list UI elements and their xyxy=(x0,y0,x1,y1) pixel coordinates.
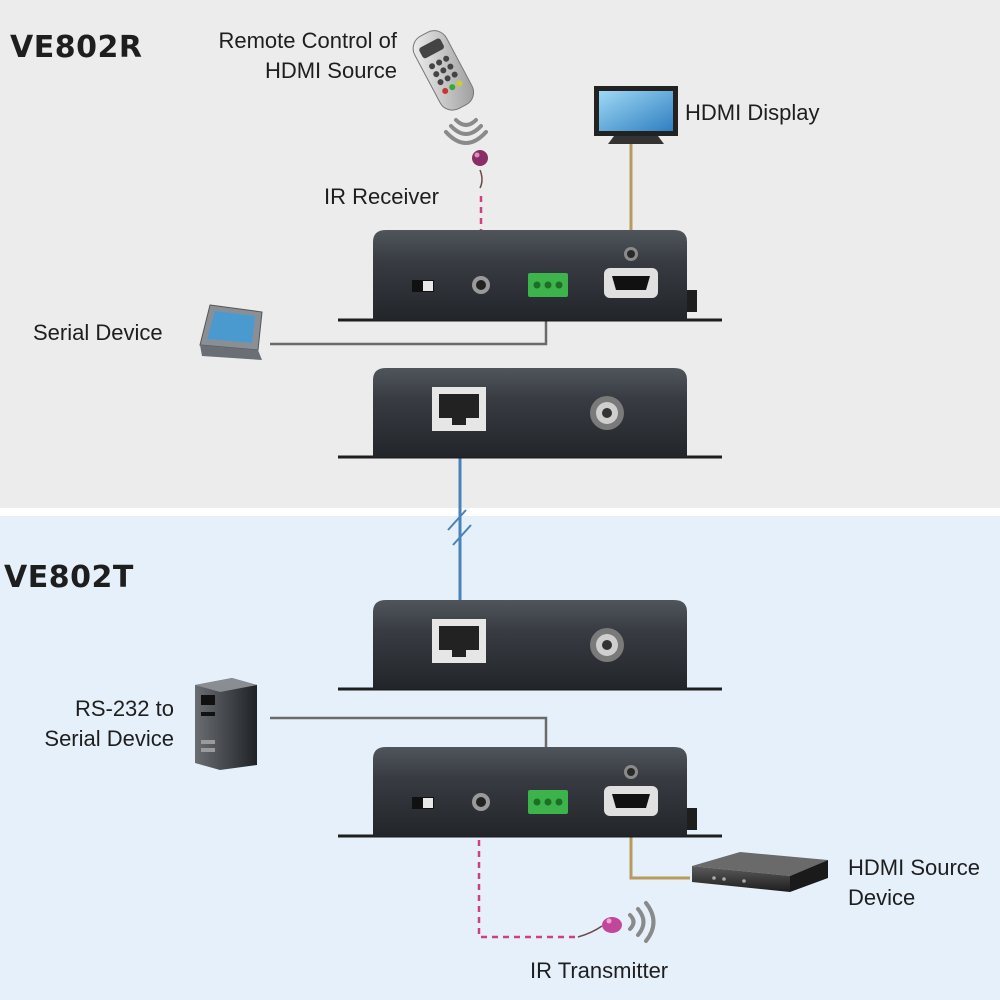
hdmi-source-label-line1: HDMI Source xyxy=(848,855,981,880)
terminal-block-icon xyxy=(528,790,568,814)
serial-device-label: Serial Device xyxy=(33,320,163,345)
ir-jack-icon xyxy=(472,276,490,294)
led-icon xyxy=(624,247,638,261)
terminal-block-icon xyxy=(528,273,568,297)
ir-signal-icon xyxy=(444,118,488,145)
ir-jack-icon xyxy=(472,793,490,811)
rj45-port-icon xyxy=(432,387,486,431)
switch-icon xyxy=(412,280,434,292)
ir-signal-icon xyxy=(628,901,656,943)
ve802r-title: VE802R xyxy=(10,30,143,65)
led-icon xyxy=(624,765,638,779)
hdmi-source-device-icon xyxy=(692,852,828,892)
rs232-label-line2: Serial Device xyxy=(44,726,174,751)
ve802r-front-unit xyxy=(338,230,722,322)
serial-device-icon xyxy=(199,304,263,360)
power-jack-icon xyxy=(590,628,624,662)
power-jack-icon xyxy=(590,396,624,430)
ir-transmitter-label: IR Transmitter xyxy=(530,958,669,983)
remote-control-label-line2: HDMI Source xyxy=(264,58,397,83)
rs232-label: RS-232 to Serial Device xyxy=(44,694,174,754)
hdmi-source-cable xyxy=(629,825,690,880)
hdmi-display-icon xyxy=(594,86,678,144)
ethernet-cable xyxy=(447,432,472,610)
ve802r-rear-unit xyxy=(338,368,722,459)
remote-control-label-line1: Remote Control of xyxy=(218,28,397,53)
ir-transmitter-cable xyxy=(477,840,603,939)
ve802t-rear-unit xyxy=(338,600,722,691)
hdmi-source-label-line2: Device xyxy=(848,885,916,910)
switch-icon xyxy=(412,797,434,809)
hdmi-port-icon xyxy=(604,786,658,816)
hdmi-display-label: HDMI Display xyxy=(685,100,820,125)
hdmi-source-label: HDMI Source Device xyxy=(848,853,980,913)
ir-receiver-cable xyxy=(479,169,483,248)
ir-receiver-icon xyxy=(472,150,488,166)
rj45-port-icon xyxy=(432,619,486,663)
ve802t-title: VE802T xyxy=(4,560,134,595)
hdmi-port-icon xyxy=(604,268,658,298)
ir-receiver-label: IR Receiver xyxy=(324,184,439,209)
computer-tower-icon xyxy=(195,678,257,770)
rs232-label-line1: RS-232 to xyxy=(74,696,174,721)
ir-transmitter-icon xyxy=(602,917,622,933)
remote-control-label: Remote Control of HDMI Source xyxy=(218,26,397,86)
remote-control-icon xyxy=(412,30,475,111)
ve802t-front-unit xyxy=(338,747,722,838)
